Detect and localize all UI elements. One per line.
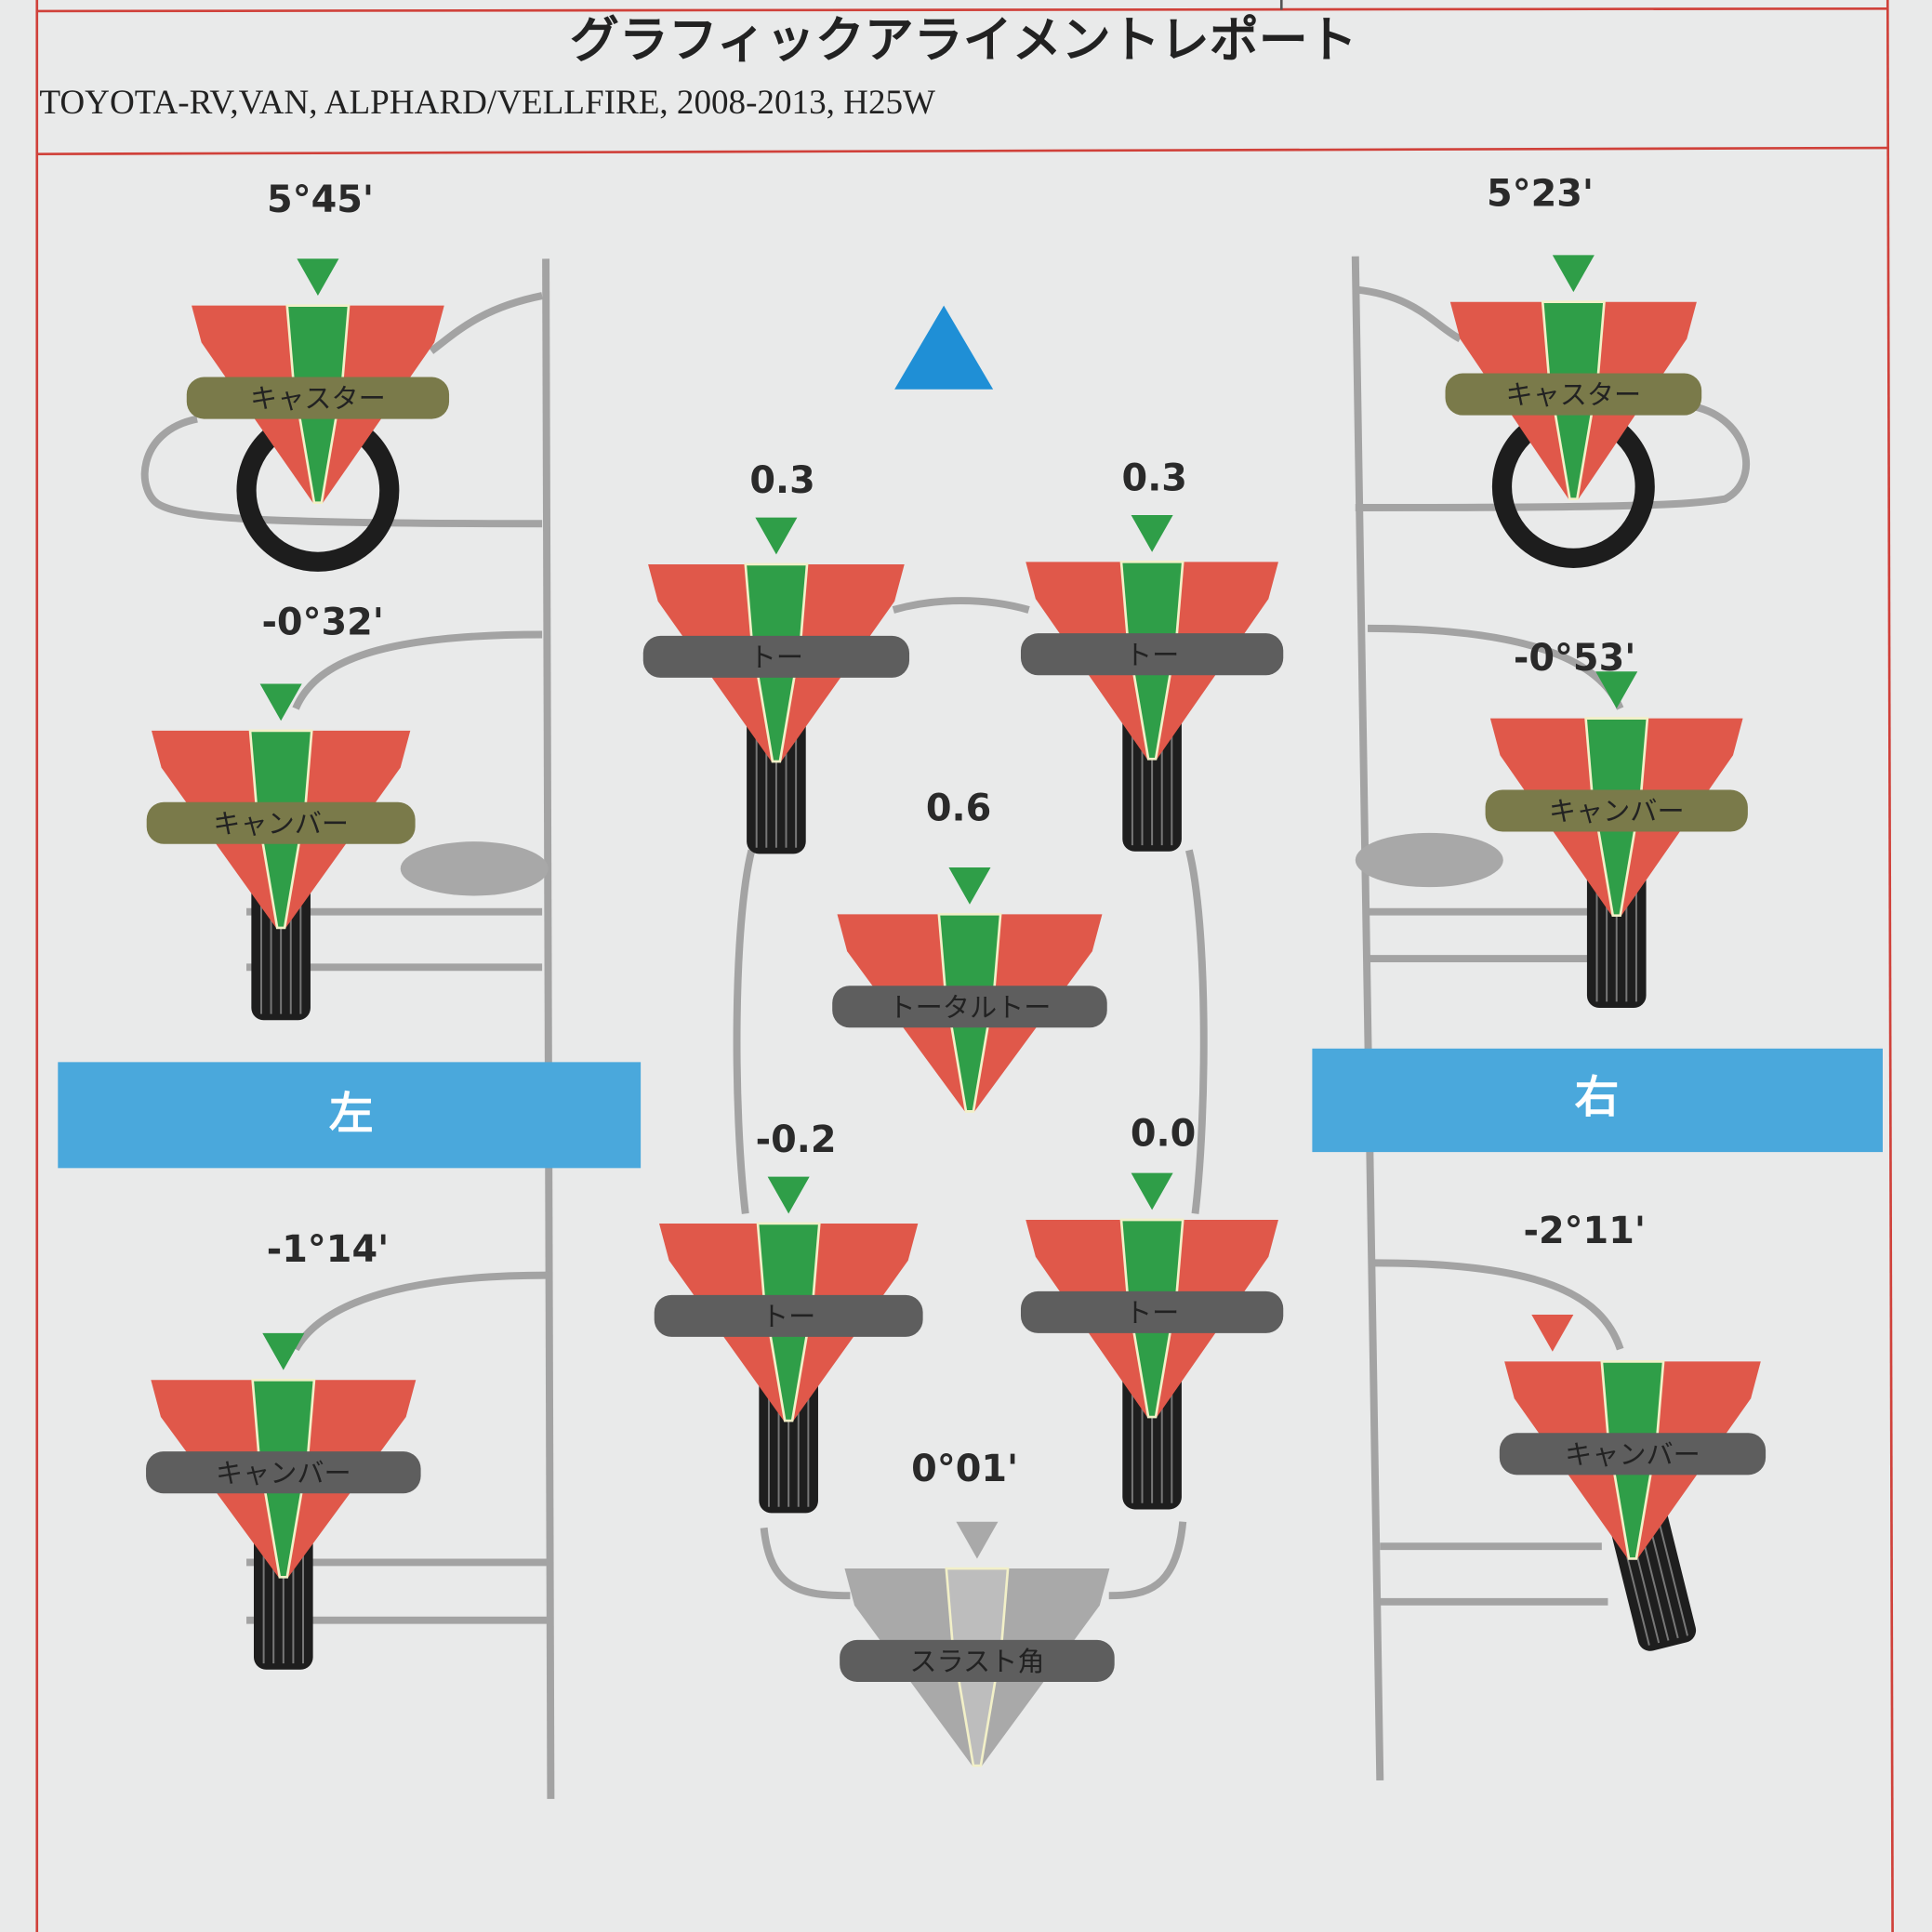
right-rear-toe-gauge: トー 0.0 bbox=[1020, 1112, 1284, 1510]
right-side-label: 右 bbox=[1575, 1073, 1620, 1124]
gauge-value: -2°11' bbox=[1524, 1210, 1647, 1252]
left-caster-gauge: キャスター 5°45' bbox=[186, 179, 450, 572]
gauge-value: -0°53' bbox=[1514, 637, 1636, 680]
value-pointer-icon bbox=[1552, 255, 1595, 293]
gauge-label: キャスター bbox=[1505, 379, 1641, 411]
gauge-label-bar bbox=[1020, 1290, 1284, 1333]
vehicle-info: TOYOTA-RV,VAN, ALPHARD/VELLFIRE, 2008-20… bbox=[39, 84, 935, 122]
brake-disc-left bbox=[400, 841, 549, 896]
gauge-label: トー bbox=[1125, 1297, 1179, 1329]
report-border bbox=[35, 0, 1894, 1932]
gauge-label: トー bbox=[749, 642, 803, 673]
gauge-value: -0°32' bbox=[261, 602, 384, 644]
gauge-label: キャンバー bbox=[213, 808, 349, 840]
gauge-label-bar bbox=[146, 801, 416, 844]
left-side-banner: 左 bbox=[58, 1062, 642, 1169]
gauge-label-bar bbox=[832, 986, 1107, 1028]
gauge-label: トー bbox=[1125, 639, 1179, 670]
gauge-value: 0.6 bbox=[926, 787, 991, 830]
gauge-label: キャスター bbox=[250, 383, 386, 415]
value-pointer-icon bbox=[767, 1176, 810, 1214]
gauge-value: -0.2 bbox=[756, 1118, 837, 1161]
gauge-label-bar bbox=[1445, 373, 1702, 416]
gauge-value: 0°01' bbox=[911, 1448, 1018, 1490]
value-pointer-icon bbox=[755, 517, 798, 555]
right-front-camber-gauge: キャンバー -0°53' bbox=[1485, 637, 1748, 1009]
value-pointer-icon bbox=[1595, 671, 1638, 709]
right-caster-gauge: キャスター 5°23' bbox=[1445, 172, 1702, 568]
value-pointer-icon bbox=[1531, 1315, 1574, 1352]
gauge-value: 0.0 bbox=[1131, 1112, 1196, 1155]
gauge-label-bar bbox=[186, 377, 450, 419]
thrust-angle-gauge: スラスト角 0°01' bbox=[840, 1448, 1115, 1767]
value-pointer-icon bbox=[948, 867, 991, 905]
gauge-label: キャンバー bbox=[1549, 796, 1685, 827]
right-side-banner: 右 bbox=[1312, 1048, 1883, 1153]
gauge-label: キャンバー bbox=[216, 1457, 351, 1489]
left-rear-camber-gauge: キャンバー -1°14' bbox=[146, 1228, 421, 1670]
gauge-value: 0.3 bbox=[1122, 457, 1187, 499]
gauge-value: 0.3 bbox=[749, 459, 814, 502]
forward-direction-icon bbox=[894, 305, 994, 390]
right-front-toe-gauge: トー 0.3 bbox=[1020, 457, 1284, 852]
left-front-toe-gauge: トー 0.3 bbox=[642, 459, 910, 854]
report-title: グラフィックアライメントレポート bbox=[570, 11, 1357, 69]
value-pointer-icon bbox=[1131, 514, 1173, 552]
value-pointer-icon bbox=[1131, 1172, 1173, 1211]
gauge-label-bar bbox=[1485, 789, 1748, 832]
value-pointer-icon bbox=[262, 1332, 305, 1370]
value-pointer-icon bbox=[259, 683, 302, 721]
value-pointer-icon bbox=[297, 258, 339, 297]
gauge-label-bar bbox=[1499, 1433, 1767, 1475]
gauge-label: トー bbox=[761, 1301, 815, 1332]
gauge-value: -1°14' bbox=[267, 1228, 390, 1271]
gauge-value: 5°45' bbox=[267, 179, 374, 221]
gauge-label-bar bbox=[1020, 633, 1284, 676]
right-rear-camber-gauge: キャンバー -2°11' bbox=[1499, 1210, 1767, 1651]
left-front-camber-gauge: キャンバー -0°32' bbox=[146, 602, 416, 1021]
gauge-label-bar bbox=[146, 1451, 421, 1494]
brake-disc-right bbox=[1355, 832, 1503, 888]
gauge-label: トータルトー bbox=[889, 991, 1052, 1023]
gauge-label-bar bbox=[840, 1639, 1115, 1682]
gauge-label-bar bbox=[642, 635, 910, 678]
gauge-label: キャンバー bbox=[1565, 1438, 1700, 1470]
gauge-value: 5°23' bbox=[1487, 172, 1594, 215]
left-side-label: 左 bbox=[329, 1089, 374, 1140]
gauges: キャスター 5°45' キャスター 5°23' キャンバー -0°32' キャンバー -0°5… bbox=[146, 172, 1767, 1767]
value-pointer-icon bbox=[956, 1521, 999, 1559]
gauge-label: スラスト角 bbox=[909, 1646, 1044, 1677]
gauge-label-bar bbox=[654, 1294, 923, 1337]
front-total-toe-gauge: トータルトー 0.6 bbox=[832, 787, 1107, 1113]
left-rear-toe-gauge: トー -0.2 bbox=[654, 1118, 923, 1514]
